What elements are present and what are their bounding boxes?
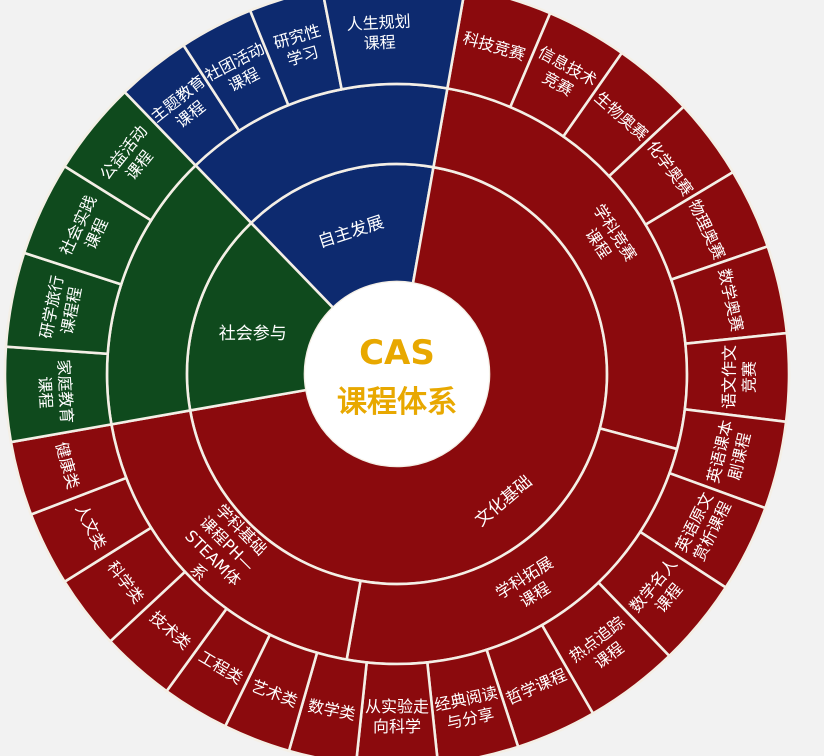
- outer-label-22-line-2: 课程: [35, 376, 56, 409]
- center-title-cas: CAS: [359, 333, 435, 373]
- diagram-segments: [3, 0, 791, 756]
- outer-label-7: 语文作文竞赛: [719, 345, 759, 409]
- outer-segment-29: [322, 0, 465, 91]
- outer-label-7-line-1: 语文作文: [719, 345, 739, 409]
- center-disc: [305, 282, 489, 466]
- group-label-shehui-line-1: 社会参与: [219, 324, 287, 344]
- outer-label-29-line-1: 人生规划: [346, 12, 411, 34]
- outer-label-22-line-1: 家庭教育: [54, 359, 76, 424]
- outer-label-29-line-2: 课程: [363, 32, 396, 53]
- outer-label-7-line-2: 竞赛: [740, 361, 759, 393]
- center-title-system: 课程体系: [337, 385, 457, 420]
- group-label-shehui: 社会参与: [219, 324, 287, 344]
- outer-label-14-line-1: 从实验走: [365, 697, 429, 716]
- outer-label-14-line-2: 向科学: [373, 717, 421, 736]
